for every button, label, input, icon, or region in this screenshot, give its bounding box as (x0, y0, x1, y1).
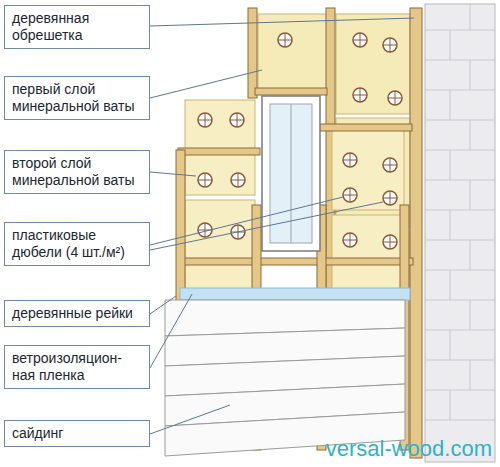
leader-lines (150, 18, 414, 434)
wind-film (180, 288, 410, 300)
callout-text: деревянные рейки (12, 305, 142, 322)
window (262, 96, 320, 251)
block-wall (425, 4, 495, 462)
callout-text: ветроизоляцион- ная пленка (12, 350, 142, 384)
callout-box: сайдинг (4, 420, 150, 447)
dowel-crosses (198, 33, 402, 249)
callout-box: пластиковые дюбели (4 шт./м²) (4, 222, 150, 266)
callout-box: второй слой минеральной ваты (4, 150, 150, 194)
callout-box: деревянная обрешетка (4, 5, 150, 49)
wooden-rail (178, 88, 413, 265)
callout-text: деревянная обрешетка (12, 10, 142, 44)
callout-text: пластиковые дюбели (4 шт./м²) (12, 227, 142, 261)
watermark: versal-wood.com (326, 436, 492, 462)
callout-box: первый слой минеральной ваты (4, 76, 150, 120)
callout-text: сайдинг (12, 425, 142, 442)
callout-text: первый слой минеральной ваты (12, 81, 142, 115)
callout-box: деревянные рейки (4, 300, 150, 327)
plastic-dowels (198, 33, 402, 249)
callout-text: второй слой минеральной ваты (12, 155, 142, 189)
siding (165, 300, 405, 456)
callout-box: ветроизоляцион- ная пленка (4, 345, 150, 389)
